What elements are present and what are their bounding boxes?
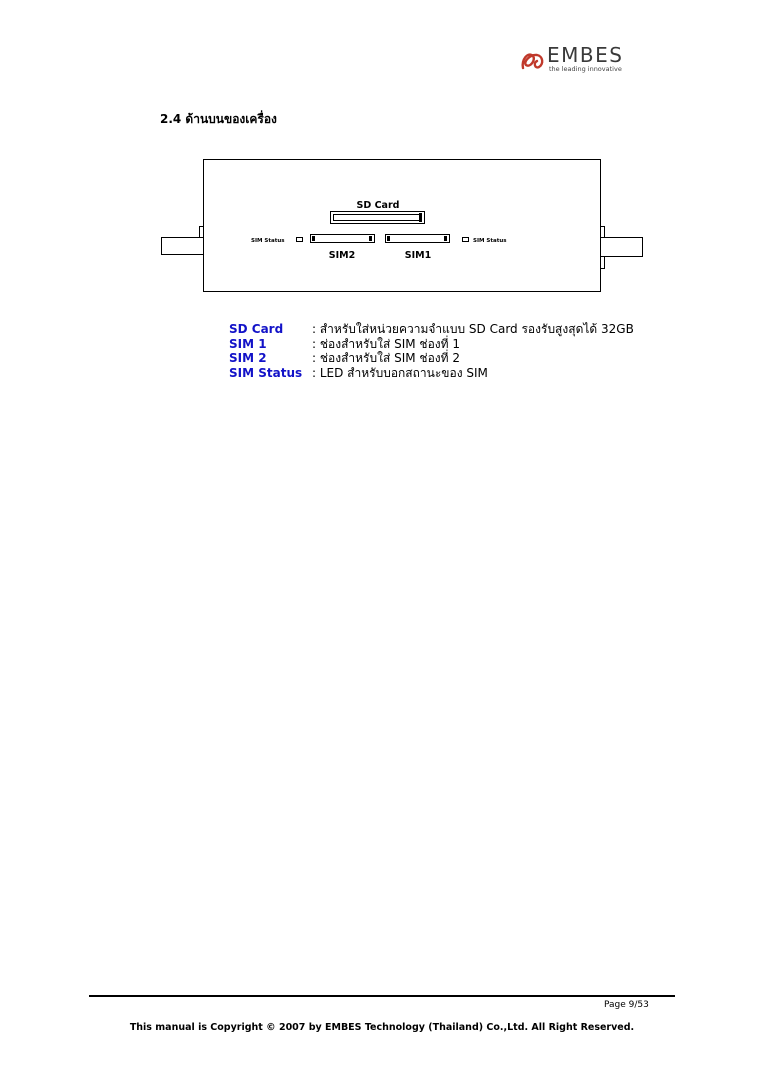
page-number: Page 9/53 xyxy=(604,1000,649,1010)
footer-divider xyxy=(89,995,675,997)
legend-description: : LED สำหรับบอกสถานะของ SIM xyxy=(312,365,488,380)
legend-row-sim1: SIM 1 : ช่องสำหรับใส่ SIM ช่องที่ 1 xyxy=(229,337,634,352)
legend-term: SIM 2 xyxy=(229,351,267,365)
device-top-diagram: SD Card SIM2 SIM1 SIM Status SIM Status xyxy=(160,158,644,294)
device-body xyxy=(203,159,601,292)
legend-row-sim-status: SIM Status : LED สำหรับบอกสถานะของ SIM xyxy=(229,366,634,381)
left-side-tab xyxy=(161,237,204,255)
embes-logo: EMBES the leading innovative xyxy=(520,44,630,78)
sim-status-right-label: SIM Status xyxy=(473,238,507,244)
sim2-label: SIM2 xyxy=(329,250,355,261)
legend-description: : ช่องสำหรับใส่ SIM ช่องที่ 2 xyxy=(312,351,460,365)
legend-description: : ช่องสำหรับใส่ SIM ช่องที่ 1 xyxy=(312,336,460,351)
copyright-notice: This manual is Copyright © 2007 by EMBES… xyxy=(129,1022,635,1033)
sim-status-right-led xyxy=(462,237,469,242)
legend-term: SD Card xyxy=(229,322,284,336)
legend-term: SIM Status xyxy=(229,365,303,380)
legend-term: SIM 1 xyxy=(229,336,267,351)
sim2-slot xyxy=(310,234,375,243)
logo-name: EMBES xyxy=(547,43,624,67)
component-legend: SD Card : สำหรับใส่หน่วยความจำแบบ SD Car… xyxy=(229,322,634,380)
sim1-slot xyxy=(385,234,450,243)
embes-logo-mark-icon xyxy=(521,53,544,70)
legend-row-sd-card: SD Card : สำหรับใส่หน่วยความจำแบบ SD Car… xyxy=(229,322,634,337)
section-heading: 2.4 ด้านบนของเครื่อง xyxy=(160,112,277,126)
sim1-label: SIM1 xyxy=(405,250,431,261)
sd-card-slot xyxy=(330,211,425,224)
legend-description: : สำหรับใส่หน่วยความจำแบบ SD Card รองรับ… xyxy=(312,322,634,336)
sd-card-label: SD Card xyxy=(357,200,400,211)
sim-status-left-label: SIM Status xyxy=(251,238,285,244)
legend-row-sim2: SIM 2 : ช่องสำหรับใส่ SIM ช่องที่ 2 xyxy=(229,351,634,366)
right-side-tab xyxy=(600,237,643,257)
logo-tagline: the leading innovative xyxy=(549,65,622,73)
sim-status-left-led xyxy=(296,237,303,242)
